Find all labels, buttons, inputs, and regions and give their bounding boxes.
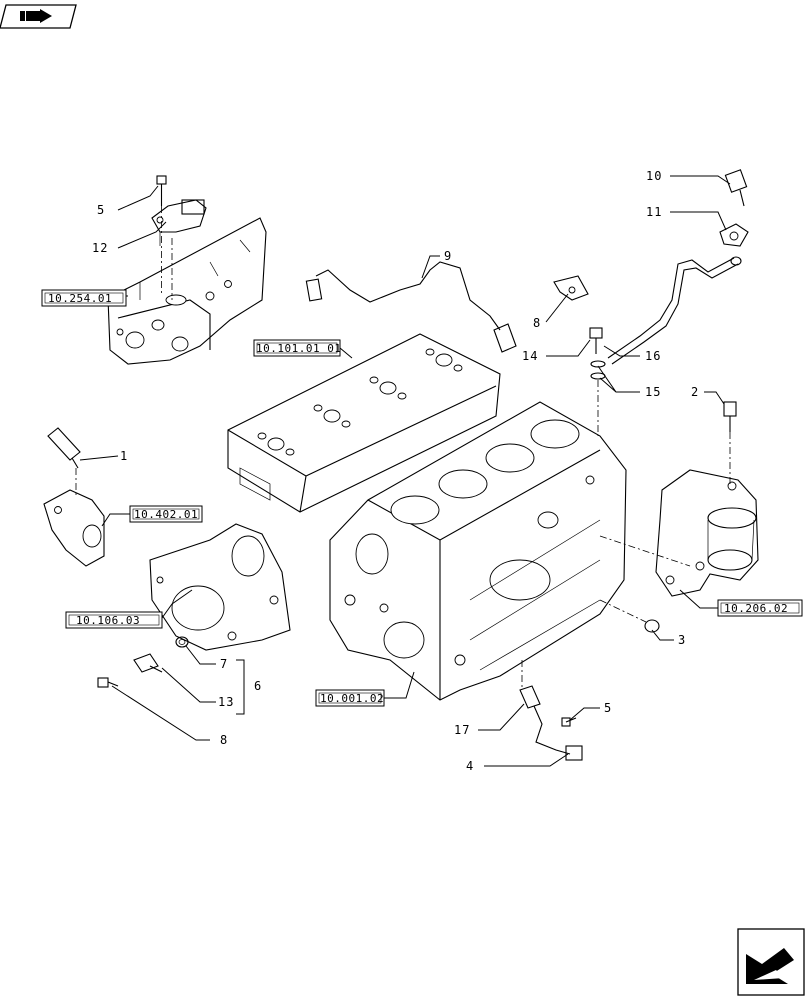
part-label-8-bottom: 8 xyxy=(220,733,228,747)
cylinder-head-drawing xyxy=(227,333,501,513)
svg-text:10.001.02: 10.001.02 xyxy=(320,692,384,705)
bolt-8-bottom xyxy=(97,677,119,688)
banjo-bolt-14 xyxy=(589,327,603,354)
head-bolt-hole xyxy=(435,353,453,367)
head-bolt-hole xyxy=(257,432,267,440)
part-label-17: 17 xyxy=(454,723,470,737)
pressure-sensor-12 xyxy=(151,199,207,246)
part-label-8-top: 8 xyxy=(533,316,541,330)
reference-box-10-001-02[interactable]: 10.001.02 xyxy=(315,689,385,707)
svg-text:10.402.01: 10.402.01 xyxy=(134,508,198,521)
head-bolt-hole xyxy=(379,381,397,395)
thermostat-housing-drawing xyxy=(43,489,105,567)
leader-lines xyxy=(79,175,731,767)
part-label-15: 15 xyxy=(645,385,661,399)
reference-box-10-254-01[interactable]: 10.254.01 xyxy=(41,289,127,307)
crankshaft-sensor-17 xyxy=(519,660,583,761)
svg-text:10.101.01 01: 10.101.01 01 xyxy=(256,342,341,355)
part-label-4: 4 xyxy=(466,759,474,773)
part-label-16: 16 xyxy=(645,349,661,363)
part-label-9: 9 xyxy=(444,249,452,263)
next-page-arrow-icon[interactable] xyxy=(737,928,805,996)
part-label-11: 11 xyxy=(646,205,662,219)
oil-filter-housing-drawing xyxy=(655,469,759,597)
part-label-5-top: 5 xyxy=(97,203,105,217)
book-pointer-icon[interactable] xyxy=(0,4,77,29)
head-bolt-hole xyxy=(453,364,463,372)
part-label-1: 1 xyxy=(120,449,128,463)
head-bolt-hole xyxy=(369,376,379,384)
reference-box-10-402-01[interactable]: 10.402.01 xyxy=(129,505,203,523)
reference-box-10-106-03[interactable]: 10.106.03 xyxy=(65,611,163,629)
intake-manifold-drawing xyxy=(107,217,267,365)
part-label-12: 12 xyxy=(92,241,108,255)
part-label-13: 13 xyxy=(218,695,234,709)
svg-text:10.254.01: 10.254.01 xyxy=(48,292,112,305)
part-number-labels: 5 12 9 10 11 8 14 16 15 2 1 7 13 6 8 3 1… xyxy=(92,169,699,773)
head-bolt-hole xyxy=(341,420,351,428)
reference-box-10-206-02[interactable]: 10.206.02 xyxy=(717,599,803,617)
part-label-14: 14 xyxy=(522,349,538,363)
head-bolt-hole xyxy=(425,348,435,356)
head-bolt-hole xyxy=(285,448,295,456)
exhaust-temperature-sensor-9 xyxy=(305,261,517,353)
head-bolt-hole xyxy=(267,437,285,451)
seal-7 xyxy=(175,636,189,648)
head-bolt-hole xyxy=(397,392,407,400)
svg-text:10.206.02: 10.206.02 xyxy=(724,602,788,615)
sensor-10 xyxy=(724,169,748,207)
part-label-6: 6 xyxy=(254,679,262,693)
head-bolt-hole xyxy=(313,404,323,412)
plug-3 xyxy=(599,599,660,633)
head-bolt-hole xyxy=(323,409,341,423)
timing-cover-drawing xyxy=(149,523,291,651)
part-label-3: 3 xyxy=(678,633,686,647)
part-label-5-bottom: 5 xyxy=(604,701,612,715)
svg-text:10.106.03: 10.106.03 xyxy=(76,614,140,627)
sensor-2 xyxy=(723,401,737,486)
sensor-13 xyxy=(133,653,163,673)
bolt-5-top xyxy=(156,175,173,300)
temperature-sensor-1 xyxy=(47,427,81,496)
bolt-5-bottom xyxy=(561,717,577,727)
engine-block-drawing xyxy=(329,401,627,701)
bracket-8-top xyxy=(553,275,589,301)
fitting-11 xyxy=(719,223,749,247)
reference-box-10-101-01-01[interactable]: 10.101.01 01 xyxy=(253,339,341,357)
oil-pipe-16 xyxy=(607,256,742,365)
part-label-10: 10 xyxy=(646,169,662,183)
part-label-2: 2 xyxy=(691,385,699,399)
part-label-7: 7 xyxy=(220,657,228,671)
